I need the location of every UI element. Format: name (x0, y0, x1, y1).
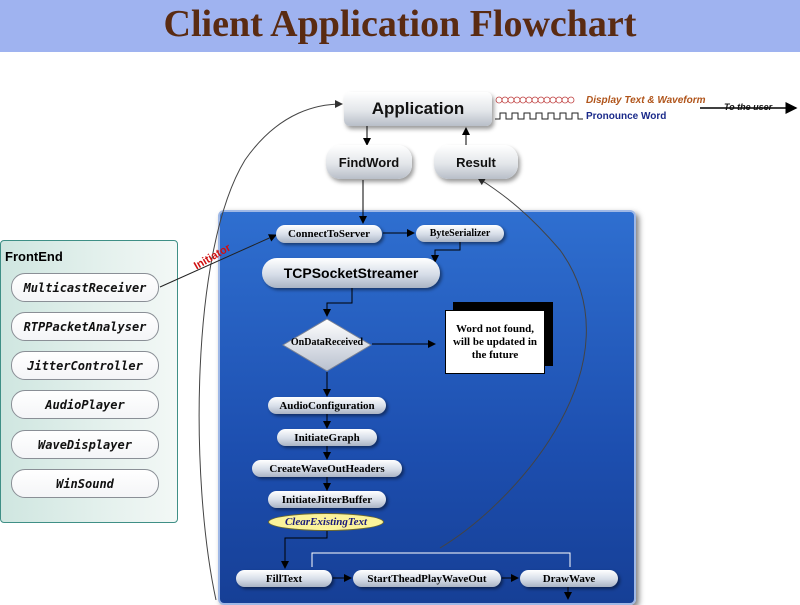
frontend-item-wave-displayer: WaveDisplayer (11, 430, 159, 459)
header-band (0, 0, 800, 52)
to-the-user-label: To the user (724, 102, 773, 112)
initiate-jitter-buffer-node: InitiateJitterBuffer (268, 491, 386, 508)
draw-wave-node: DrawWave (520, 570, 618, 587)
frontend-item-multicast-receiver: MulticastReceiver (11, 273, 159, 302)
clear-existing-text-node: ClearExistingText (268, 513, 384, 531)
frontend-label: FrontEnd (5, 249, 63, 264)
frontend-item-audio-player: AudioPlayer (11, 390, 159, 419)
start-play-wave-out-node: StartTheadPlayWaveOut (353, 570, 501, 587)
audio-configuration-node: AudioConfiguration (268, 397, 386, 414)
frontend-item-win-sound: WinSound (11, 469, 159, 498)
create-wave-out-headers-node: CreateWaveOutHeaders (252, 460, 402, 477)
frontend-item-rtp-packet-analyser: RTPPacketAnalyser (11, 312, 159, 341)
on-data-received-label: OnDataReceived (290, 337, 364, 348)
page-title: Client Application Flowchart (163, 3, 637, 45)
display-text-label: Display Text & Waveform (586, 95, 706, 106)
tcp-socket-streamer-node: TCPSocketStreamer (262, 258, 440, 288)
fill-text-node: FillText (236, 570, 332, 587)
initiate-graph-node: InitiateGraph (277, 429, 377, 446)
result-node: Result (434, 145, 518, 179)
frontend-item-jitter-controller: JitterController (11, 351, 159, 380)
word-not-found-note: Word not found, will be updated in the f… (445, 310, 545, 374)
connect-to-server-node: ConnectToServer (276, 225, 382, 243)
application-node: Application (344, 92, 492, 126)
decision-diamond (282, 318, 372, 372)
pronounce-word-label: Pronounce Word (586, 111, 667, 122)
find-word-node: FindWord (326, 145, 412, 179)
byte-serializer-node: ByteSerializer (416, 225, 504, 242)
on-data-received-node: OnDataReceived (282, 318, 372, 372)
